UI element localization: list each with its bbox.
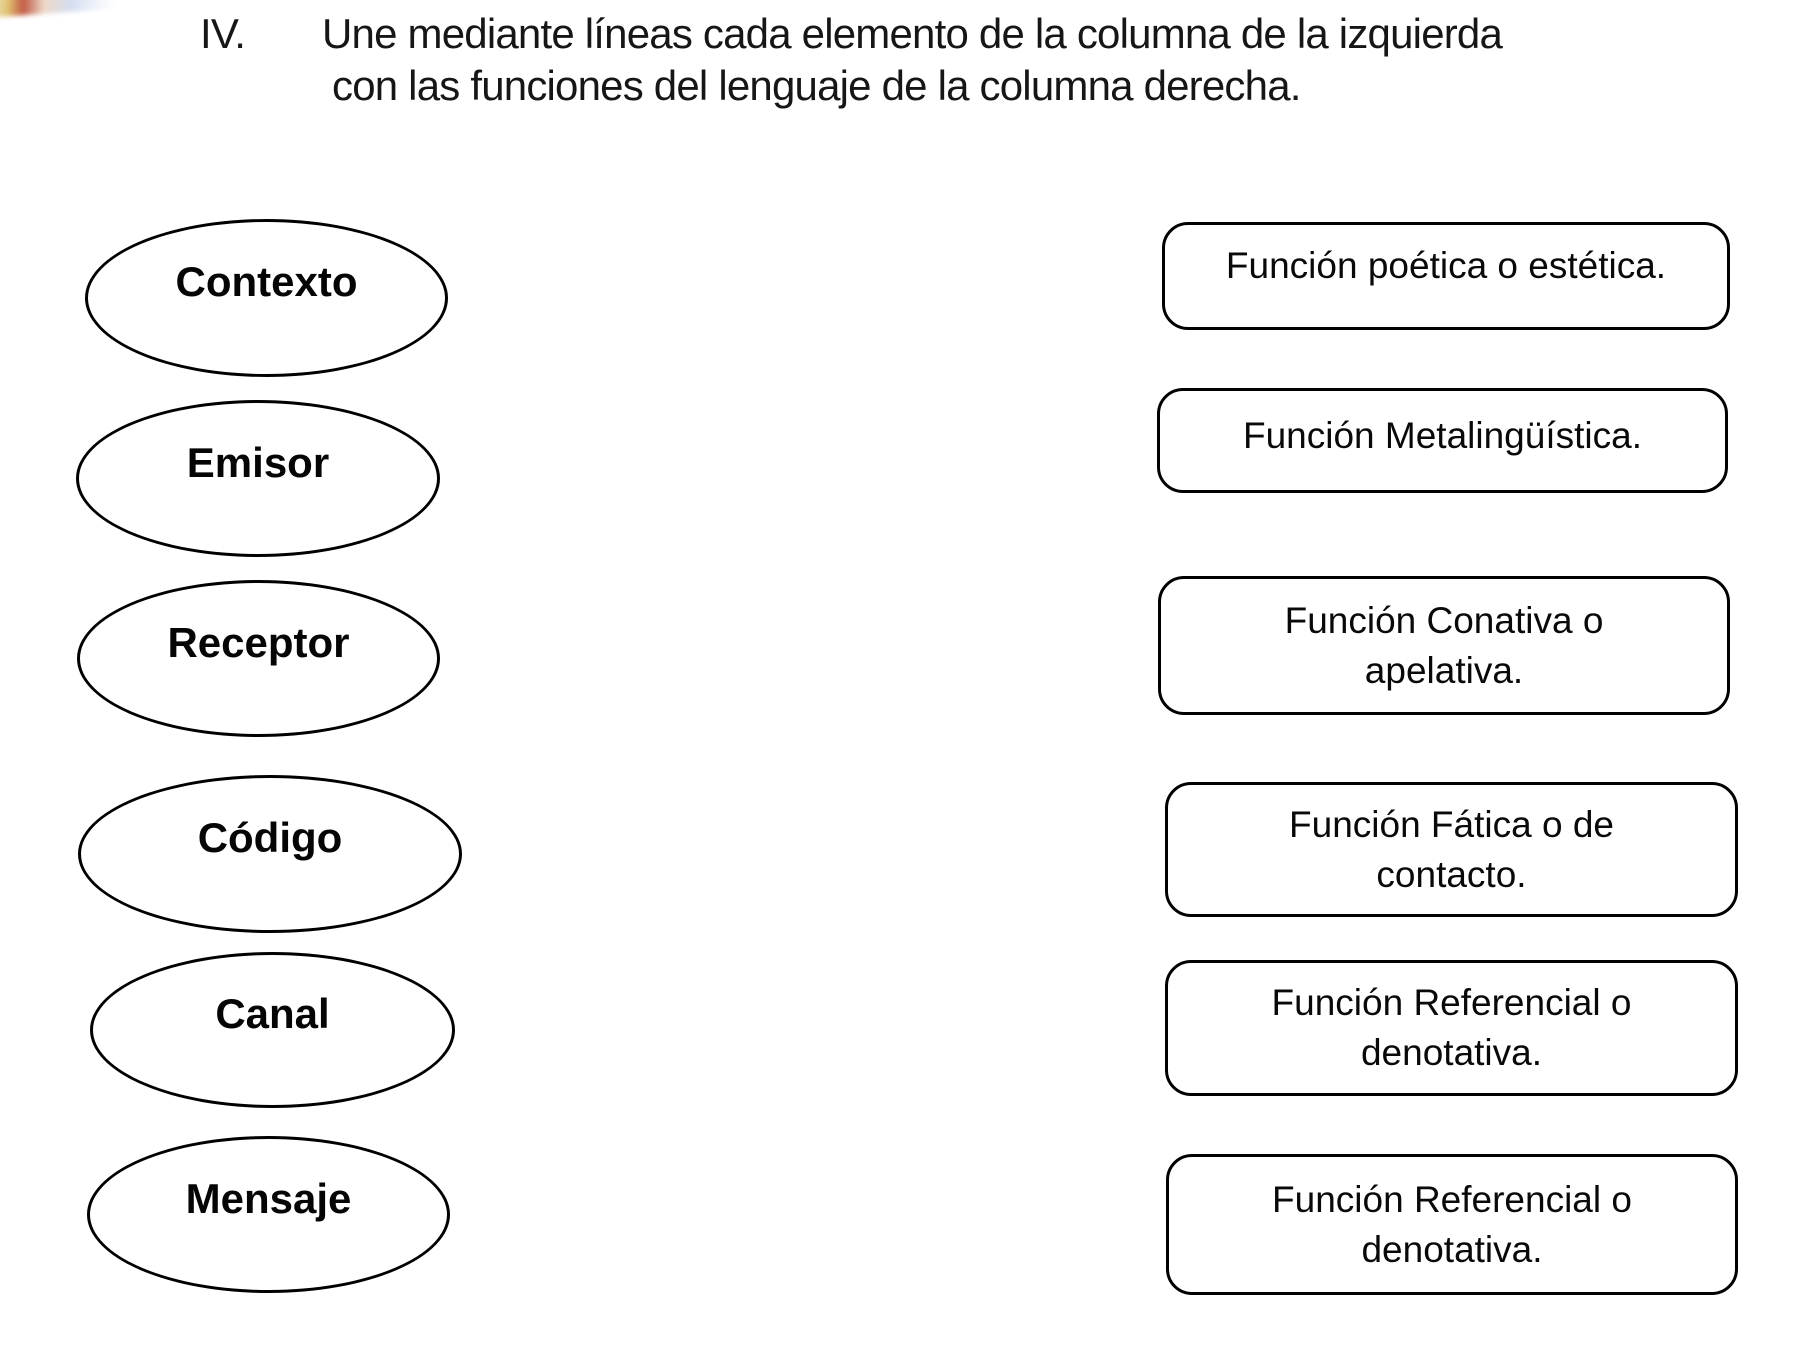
ellipse-receptor[interactable]: Receptor (77, 580, 440, 737)
ellipse-emisor[interactable]: Emisor (76, 400, 440, 557)
box-funcion-referencial-1-line2: denotativa. (1360, 1032, 1543, 1073)
instruction-line-1: Une mediante líneas cada elemento de la … (322, 10, 1503, 57)
ellipse-mensaje[interactable]: Mensaje (87, 1136, 450, 1293)
ellipse-canal-label: Canal (215, 990, 330, 1037)
box-funcion-fatica-line1: Función Fática o de (1289, 803, 1614, 845)
exercise-instruction-text: Une mediante líneas cada elemento de la … (322, 8, 1503, 112)
ellipse-contexto-label: Contexto (175, 258, 358, 305)
ellipse-codigo-label: Código (197, 814, 343, 861)
box-funcion-referencial-1[interactable]: Función Referencial o denotativa. (1165, 960, 1738, 1096)
corner-image-fragment (0, 0, 121, 18)
ellipse-emisor-label: Emisor (186, 438, 330, 486)
box-funcion-conativa[interactable]: Función Conativa o apelativa. (1158, 576, 1730, 715)
ellipse-mensaje-label: Mensaje (185, 1174, 352, 1222)
ellipse-codigo[interactable]: Código (78, 775, 462, 933)
exercise-instructions: IV. Une mediante líneas cada elemento de… (200, 8, 1503, 112)
ellipse-canal[interactable]: Canal (90, 952, 455, 1108)
box-funcion-fatica[interactable]: Función Fática o de contacto. (1165, 782, 1738, 917)
instruction-line-2: con las funciones del lenguaje de la col… (332, 62, 1301, 109)
box-funcion-poetica-line1: Función poética o estética. (1225, 245, 1667, 286)
ellipse-contexto[interactable]: Contexto (85, 219, 448, 377)
ellipse-receptor-label: Receptor (167, 618, 350, 666)
exercise-number: IV. (200, 10, 246, 57)
box-funcion-metalinguistica[interactable]: Función Metalingüística. (1157, 388, 1728, 493)
box-funcion-referencial-2-line1: Función Referencial o (1272, 1178, 1632, 1220)
box-funcion-conativa-line2: apelativa. (1364, 649, 1524, 691)
box-funcion-referencial-2[interactable]: Función Referencial o denotativa. (1166, 1154, 1738, 1295)
box-funcion-poetica[interactable]: Función poética o estética. (1162, 222, 1730, 330)
box-funcion-metalinguistica-line1: Función Metalingüística. (1243, 414, 1642, 456)
box-funcion-fatica-line2: contacto. (1376, 853, 1527, 895)
box-funcion-conativa-line1: Función Conativa o (1284, 599, 1604, 641)
box-funcion-referencial-2-line2: denotativa. (1361, 1228, 1543, 1270)
box-funcion-referencial-1-line1: Función Referencial o (1271, 982, 1632, 1023)
